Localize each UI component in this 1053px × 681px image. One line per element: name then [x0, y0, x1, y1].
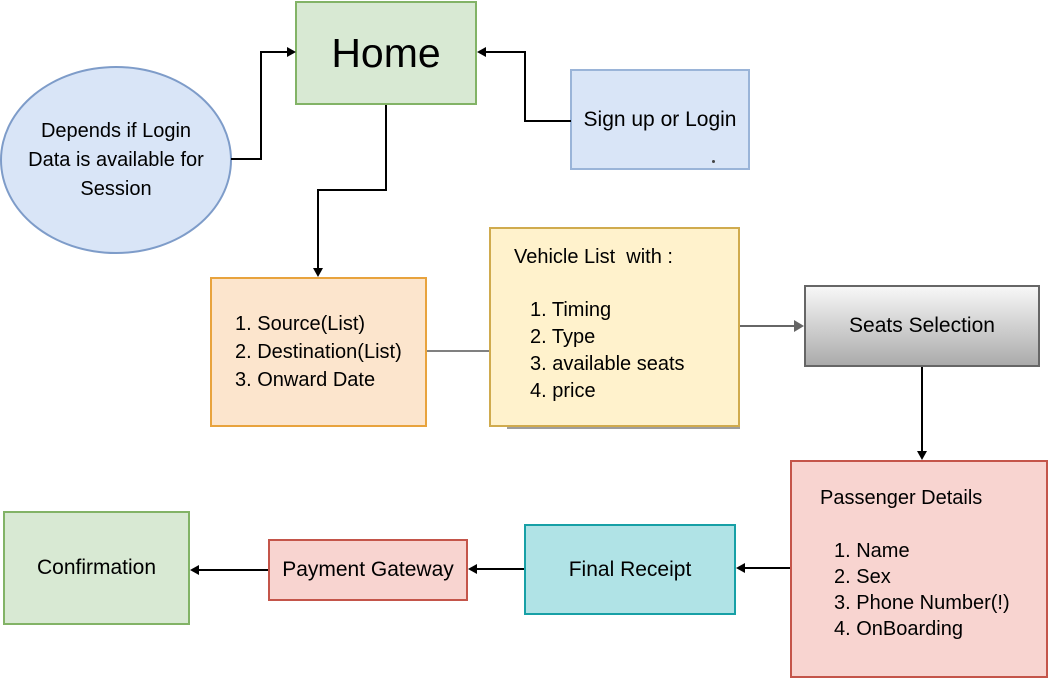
login-condition-line-1: Depends if Login	[40, 119, 192, 142]
signup-login-label: Sign up or Login	[583, 107, 737, 131]
vehicle-list-item-2: 2. Type	[530, 326, 596, 348]
node-search-form: 1. Source(List) 2. Destination(List) 3. …	[210, 277, 427, 427]
vehicle-list-item-1: 1. Timing	[530, 299, 612, 321]
seats-selection-label: Seats Selection	[849, 314, 995, 337]
edge-line	[921, 367, 923, 452]
stray-dot	[712, 160, 715, 163]
node-home: Home	[295, 1, 477, 105]
node-payment-gateway: Payment Gateway	[268, 539, 468, 601]
arrowhead-left-icon	[736, 563, 745, 573]
node-signup-login: Sign up or Login	[570, 69, 750, 170]
login-condition-line-2: Data is available for	[28, 148, 204, 171]
search-form-item-2: 2. Destination(List)	[235, 341, 402, 363]
edge-line	[231, 158, 262, 160]
edge-line	[260, 51, 288, 53]
vehicle-list-item-4: 4. price	[530, 380, 596, 402]
arrowhead-left-icon	[477, 47, 486, 57]
edge-line	[427, 350, 489, 352]
edge-line	[477, 568, 524, 570]
edge-line	[526, 120, 571, 122]
login-condition-line-3: Session	[80, 177, 152, 200]
edge-line	[385, 105, 387, 191]
arrowhead-right-icon	[794, 320, 804, 332]
arrowhead-left-icon	[468, 564, 477, 574]
edge-line	[524, 51, 526, 122]
edge-line	[317, 189, 319, 269]
payment-gateway-label: Payment Gateway	[282, 558, 454, 581]
arrowhead-right-icon	[287, 47, 296, 57]
passenger-details-item-2: 2. Sex	[834, 566, 891, 588]
passenger-details-title: Passenger Details	[820, 487, 983, 509]
vehicle-list-bottom-shadow	[507, 427, 740, 429]
search-form-item-3: 3. Onward Date	[235, 369, 376, 391]
arrowhead-left-icon	[190, 565, 199, 575]
arrowhead-down-icon	[313, 268, 323, 277]
edge-line	[260, 51, 262, 160]
node-passenger-details: Passenger Details 1. Name 2. Sex 3. Phon…	[790, 460, 1048, 678]
vehicle-list-item-3: 3. available seats	[530, 353, 685, 375]
node-vehicle-list: Vehicle List with : 1. Timing 2. Type 3.…	[489, 227, 740, 427]
node-login-condition: Depends if Login Data is available for S…	[0, 66, 232, 254]
vehicle-list-title: Vehicle List with :	[514, 246, 673, 268]
passenger-details-item-3: 3. Phone Number(!)	[834, 592, 1010, 614]
edge-line	[740, 325, 796, 327]
node-confirmation: Confirmation	[3, 511, 190, 625]
edge-line	[199, 569, 268, 571]
node-seats-selection: Seats Selection	[804, 285, 1040, 367]
edge-line	[744, 567, 790, 569]
arrowhead-down-icon	[917, 451, 927, 460]
passenger-details-item-1: 1. Name	[834, 540, 910, 562]
passenger-details-item-4: 4. OnBoarding	[834, 618, 963, 640]
search-form-item-1: 1. Source(List)	[235, 313, 366, 335]
edge-line	[317, 189, 387, 191]
home-label: Home	[331, 29, 441, 76]
node-final-receipt: Final Receipt	[524, 524, 736, 615]
confirmation-label: Confirmation	[36, 556, 157, 579]
edge-line	[486, 51, 526, 53]
final-receipt-label: Final Receipt	[568, 557, 692, 581]
